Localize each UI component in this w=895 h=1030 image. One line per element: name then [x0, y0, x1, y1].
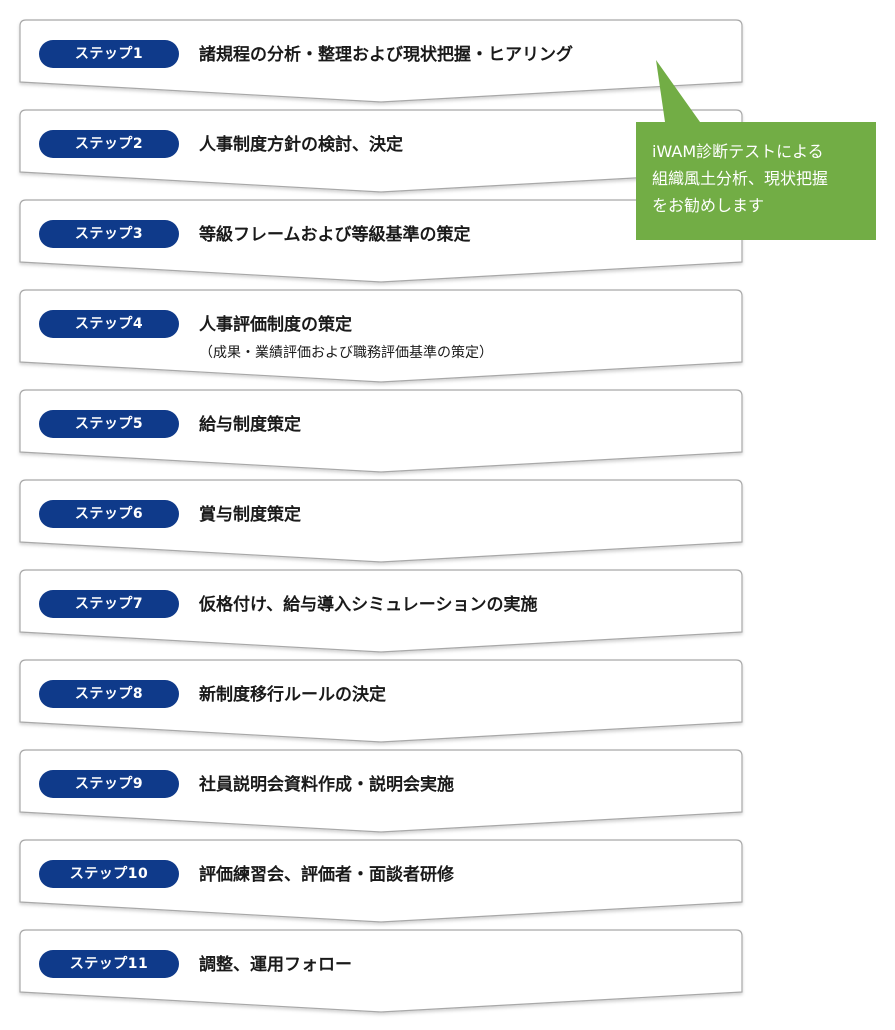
callout-line-3: をお勧めします: [652, 196, 765, 215]
step-pill-1: [39, 40, 179, 68]
step-title-10: 評価練習会、評価者・面談者研修: [199, 865, 454, 885]
step-box-5: [19, 389, 743, 473]
step-box-6: [19, 479, 743, 563]
step-label-3: ステップ3: [74, 226, 144, 242]
step-box-2: [19, 109, 743, 193]
step-box-1: [19, 19, 743, 103]
step-pill-7: [39, 590, 179, 618]
callout-line-1: iWAM診断テストによる: [652, 142, 824, 161]
callout-box: iWAM診断テストによる 組織風土分析、現状把握 をお勧めします: [636, 122, 876, 240]
step-pill-8: [39, 680, 179, 708]
step-title-8: 新制度移行ルールの決定: [199, 685, 386, 705]
step-subtitle-4: （成果・業績評価および職務評価基準の策定）: [199, 345, 493, 361]
step-title-1: 諸規程の分析・整理および現状把握・ヒアリング: [199, 45, 573, 65]
step-label-11: ステップ11: [69, 956, 149, 972]
step-label-6: ステップ6: [74, 506, 144, 522]
step-label-5: ステップ5: [74, 416, 144, 432]
step-box-11: [19, 929, 743, 1013]
step-pill-5: [39, 410, 179, 438]
step-box-7: [19, 569, 743, 653]
step-box-4: [19, 289, 743, 383]
step-title-2: 人事制度方針の検討、決定: [199, 135, 403, 155]
step-title-9: 社員説明会資料作成・説明会実施: [199, 775, 454, 795]
step-box-9: [19, 749, 743, 833]
step-box-8: [19, 659, 743, 743]
step-pill-10: [39, 860, 179, 888]
step-label-8: ステップ8: [74, 686, 144, 702]
step-title-11: 調整、運用フォロー: [199, 955, 352, 975]
step-pill-3: [39, 220, 179, 248]
step-pill-2: [39, 130, 179, 158]
step-pill-6: [39, 500, 179, 528]
step-pill-9: [39, 770, 179, 798]
step-pill-11: [39, 950, 179, 978]
callout-pointer: [656, 60, 700, 122]
step-title-7: 仮格付け、給与導入シミュレーションの実施: [199, 595, 538, 615]
step-label-10: ステップ10: [69, 866, 149, 882]
step-label-2: ステップ2: [74, 136, 144, 152]
step-label-9: ステップ9: [74, 776, 144, 792]
step-title-5: 給与制度策定: [199, 415, 301, 435]
step-label-1: ステップ1: [74, 46, 144, 62]
step-label-7: ステップ7: [74, 596, 144, 612]
step-label-4: ステップ4: [74, 316, 144, 332]
callout-line-2: 組織風土分析、現状把握: [652, 169, 829, 188]
step-box-10: [19, 839, 743, 923]
step-title-6: 賞与制度策定: [199, 505, 301, 525]
step-title-4: 人事評価制度の策定: [199, 315, 352, 335]
step-pill-4: [39, 310, 179, 338]
step-title-3: 等級フレームおよび等級基準の策定: [199, 225, 471, 245]
